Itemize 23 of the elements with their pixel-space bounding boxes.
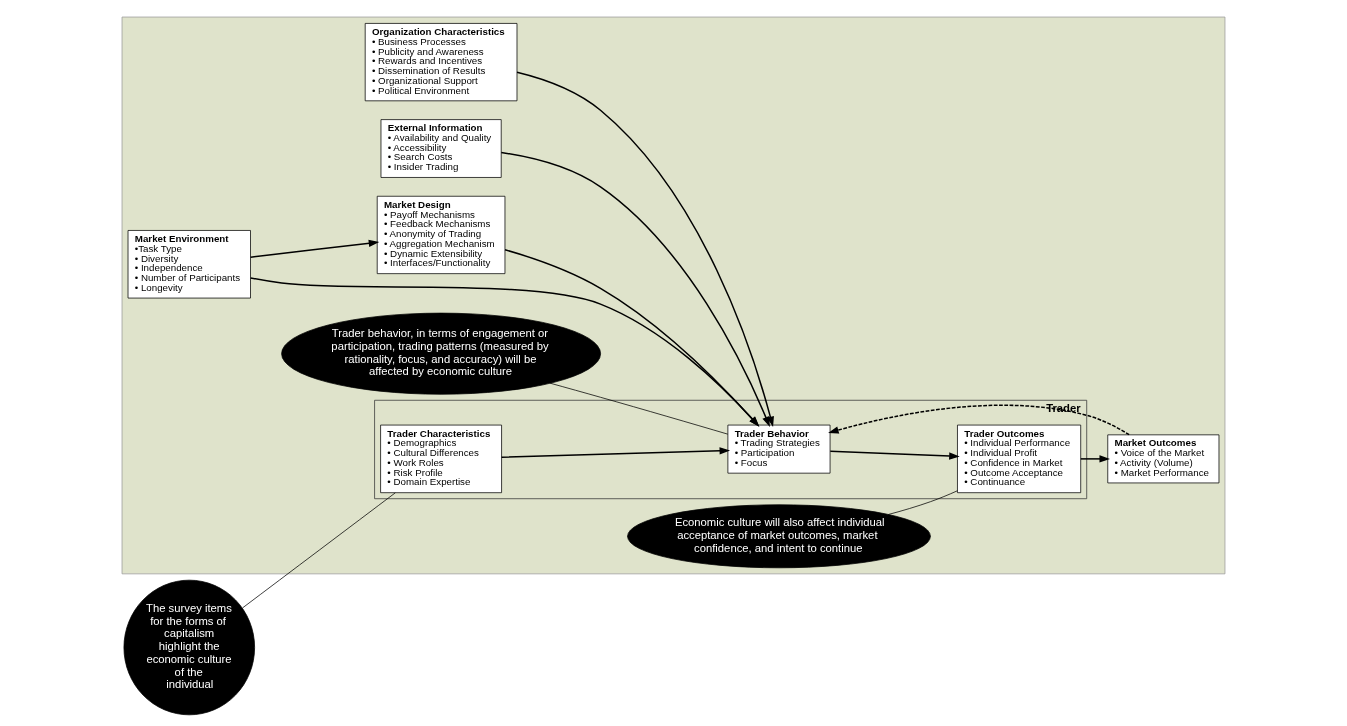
node-box: Market Outcomes • Voice of the Market • Activity (Volume) • Market Performance [1107,434,1220,484]
node-box: Market Design • Payoff Mechanisms • Feedback Mechanisms • Anonymity of Trading • Aggregation Mechanism • Dynamic Extensibility • Interfaces/Functionality [376,195,506,275]
arrow [828,404,1130,436]
node-box: Trader Behavior • Trading Strategies • Participation • Focus [727,424,831,474]
node-box: Trader Characteristics • Demographics • Cultural Differences • Work Roles • Risk Profile • Domain Expertise [380,424,502,494]
node-box: External Information • Availability and Quality • Accessibility • Search Costs • Insider Trading [380,119,502,178]
node-box: Market Environment •Task Type • Diversity • Independence • Number of Participants • Longevity [127,230,251,299]
node-box: Trader Outcomes • Individual Performance • Individual Profit • Confidence in Market • Outcome Acceptance • Continuance [957,424,1082,494]
arrow [829,450,960,460]
node-box: Organization Characteristics • Business Processes • Publicity and Awareness • Rewards and Incentives • Dissemination of Results • Organizational Support • Political Environment [364,23,518,102]
node-ellipse: Trader behavior, in terms of engagement or participation, trading patterns (measured by rationality, focus, and accuracy) will be affected by economic culture [281,312,601,395]
arrow [500,447,731,458]
arrow [504,249,760,427]
node-circle: The survey items for the forms of capitalism highlight the economic culture of the individual [123,579,255,716]
arrow [249,239,380,258]
connector [887,490,958,515]
cluster [121,16,1226,575]
connector [242,492,396,609]
arrow [500,151,770,428]
arrow [249,277,760,427]
connector [549,382,729,435]
arrow [1080,455,1110,463]
node-ellipse: Economic culture will also affect individual acceptance of market outcomes, market confidence, and intent to continue [627,504,931,569]
